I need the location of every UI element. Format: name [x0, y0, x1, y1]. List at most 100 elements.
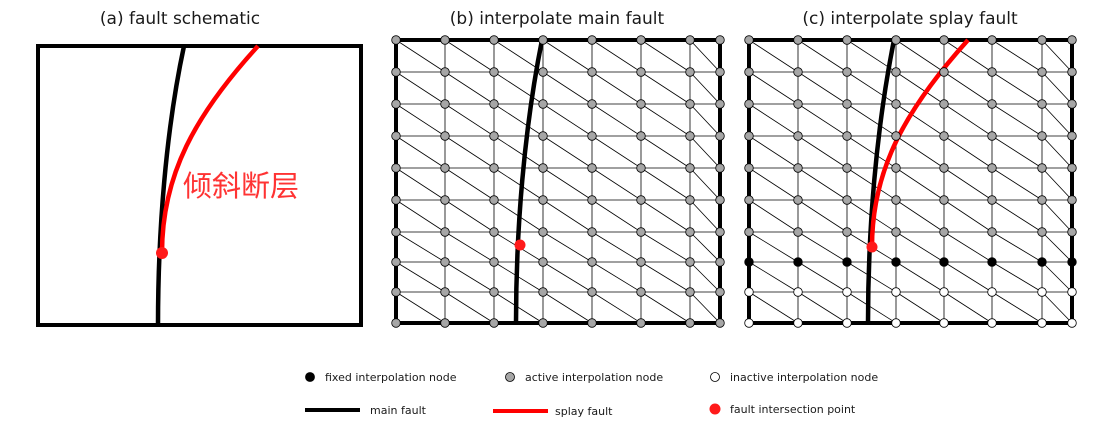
grid-diagonal	[640, 39, 691, 73]
active-node	[987, 99, 997, 109]
inactive-node-marker	[710, 372, 720, 382]
active-node	[489, 67, 499, 77]
grid-diagonal	[640, 167, 691, 201]
grid-diagonal	[493, 71, 544, 105]
fixed-node	[939, 257, 949, 267]
active-node	[489, 257, 499, 267]
grid-diagonal	[1041, 231, 1073, 263]
grid-diagonal	[991, 39, 1043, 73]
intersection-marker	[709, 403, 721, 415]
inactive-node	[891, 287, 901, 297]
active-node	[440, 227, 450, 237]
active-node	[715, 287, 725, 297]
active-node	[891, 99, 901, 109]
active-node	[538, 131, 548, 141]
active-node	[391, 287, 401, 297]
panel-frame	[747, 38, 1074, 325]
grid-diagonal	[395, 103, 446, 137]
grid-diagonal	[444, 71, 495, 105]
active-node	[939, 227, 949, 237]
grid-diagonal	[748, 231, 799, 263]
active-node	[1037, 163, 1047, 173]
active-node	[1037, 195, 1047, 205]
active-node	[842, 131, 852, 141]
active-node	[587, 318, 597, 328]
active-node	[1037, 35, 1047, 45]
legend-inactive: inactive interpolation node	[710, 371, 878, 384]
grid-diagonal	[444, 199, 495, 233]
grid-diagonal	[542, 71, 593, 105]
grid-diagonal	[797, 103, 848, 137]
splay-fault-line	[869, 38, 970, 248]
active-node	[793, 99, 803, 109]
active-node	[636, 318, 646, 328]
active-node	[538, 318, 548, 328]
grid-diagonal	[943, 39, 993, 73]
active-node	[715, 257, 725, 267]
active-node	[685, 287, 695, 297]
grid-diagonal	[1041, 135, 1073, 169]
active-node	[489, 131, 499, 141]
active-node	[440, 195, 450, 205]
grid-diagonal	[1041, 71, 1073, 105]
active-node	[842, 195, 852, 205]
fault-intersection-point	[866, 241, 878, 253]
active-node	[391, 318, 401, 328]
grid-diagonal	[991, 199, 1043, 233]
grid-diagonal	[1041, 167, 1073, 201]
panel-a: 倾斜断层	[36, 44, 363, 327]
active-node	[715, 35, 725, 45]
grid-diagonal	[943, 231, 993, 263]
grid-diagonal	[395, 261, 446, 293]
active-node	[1067, 227, 1077, 237]
main-fault-line	[865, 39, 897, 324]
grid-diagonal	[542, 291, 593, 324]
panel-frame	[394, 38, 722, 325]
grid-diagonal	[689, 261, 721, 293]
active-node	[891, 163, 901, 173]
grid-diagonal	[493, 167, 544, 201]
fixed-node	[842, 257, 852, 267]
active-node	[391, 163, 401, 173]
inactive-node	[939, 287, 949, 297]
inactive-node	[744, 318, 754, 328]
grid-diagonal	[444, 135, 495, 169]
active-node	[715, 99, 725, 109]
inactive-node	[793, 318, 803, 328]
legend-splay-fault-label: splay fault	[555, 405, 613, 418]
active-node	[793, 131, 803, 141]
grid-diagonal	[542, 261, 593, 293]
grid-diagonal	[1041, 291, 1073, 324]
fault-intersection-point	[514, 239, 526, 251]
active-node	[636, 227, 646, 237]
active-node	[744, 163, 754, 173]
grid-diagonal	[542, 167, 593, 201]
active-node	[489, 287, 499, 297]
grid-diagonal	[943, 199, 993, 233]
active-node	[744, 35, 754, 45]
grid-diagonal	[1041, 261, 1073, 293]
grid-diagonal	[542, 39, 593, 73]
grid-diagonal	[1041, 39, 1073, 73]
active-node	[538, 67, 548, 77]
panel-b-title: (b) interpolate main fault	[450, 9, 665, 29]
active-node	[685, 99, 695, 109]
grid-diagonal	[591, 167, 642, 201]
grid-diagonal	[542, 135, 593, 169]
grid-diagonal	[640, 231, 691, 263]
active-node	[842, 35, 852, 45]
grid-diagonal	[1041, 199, 1073, 233]
grid-diagonal	[591, 39, 642, 73]
grid-diagonal	[846, 103, 897, 137]
active-node	[987, 67, 997, 77]
grid-diagonal	[395, 71, 446, 105]
active-node	[939, 67, 949, 77]
legend-intersection-label: fault intersection point	[730, 403, 856, 416]
grid-diagonal	[640, 103, 691, 137]
inactive-node	[1037, 287, 1047, 297]
grid-diagonal	[846, 167, 897, 201]
grid-diagonal	[748, 199, 799, 233]
active-node	[636, 35, 646, 45]
active-node	[685, 131, 695, 141]
inactive-node	[939, 318, 949, 328]
